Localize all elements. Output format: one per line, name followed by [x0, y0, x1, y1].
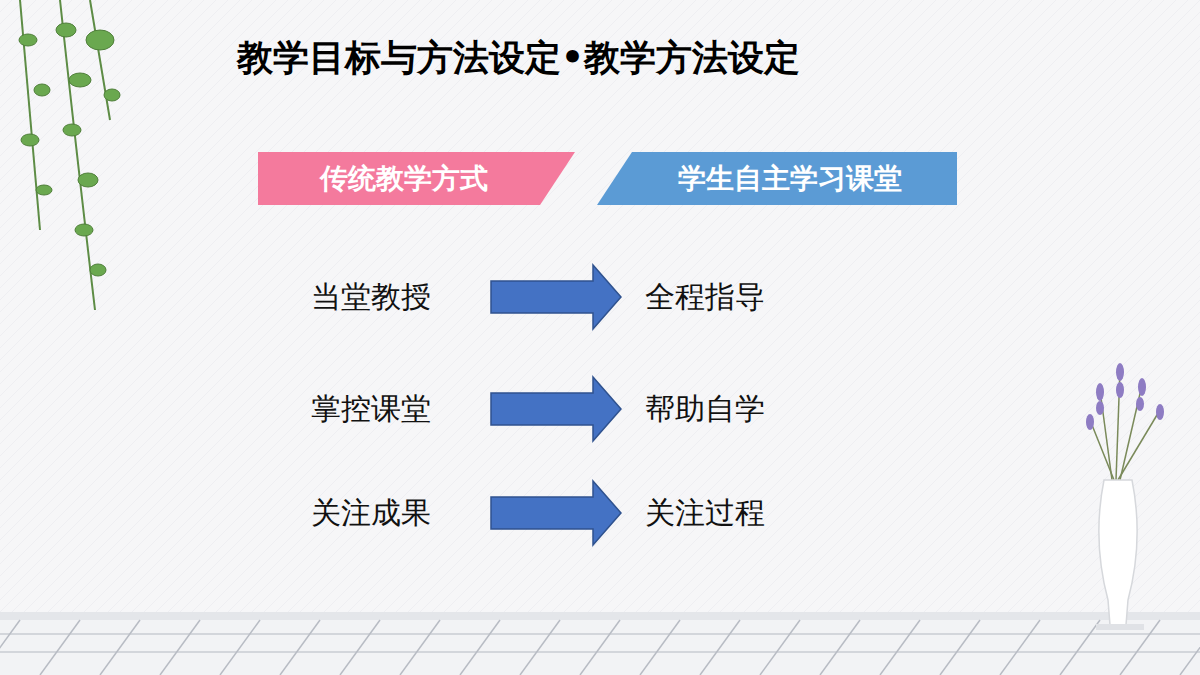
blue-banner: 学生自主学习课堂: [597, 152, 957, 205]
row-label: 当堂教授: [311, 278, 431, 316]
block-arrow: [491, 265, 621, 545]
row-label: 全程指导: [645, 278, 765, 316]
vase-lavender: [1086, 363, 1164, 630]
floor: [0, 612, 1200, 675]
row-label: 关注过程: [645, 494, 765, 532]
row-label: 帮助自学: [645, 390, 765, 428]
background-texture: [0, 0, 1200, 620]
row-label: 掌控课堂: [311, 390, 431, 428]
pink-banner: 传统教学方式: [258, 152, 575, 205]
vine: [19, 0, 120, 310]
banner-label: 传统教学方式: [258, 152, 575, 205]
banner-label: 学生自主学习课堂: [597, 152, 957, 205]
row-label: 关注成果: [311, 494, 431, 532]
slide-title: 教学目标与方法设定•教学方法设定: [237, 34, 800, 83]
